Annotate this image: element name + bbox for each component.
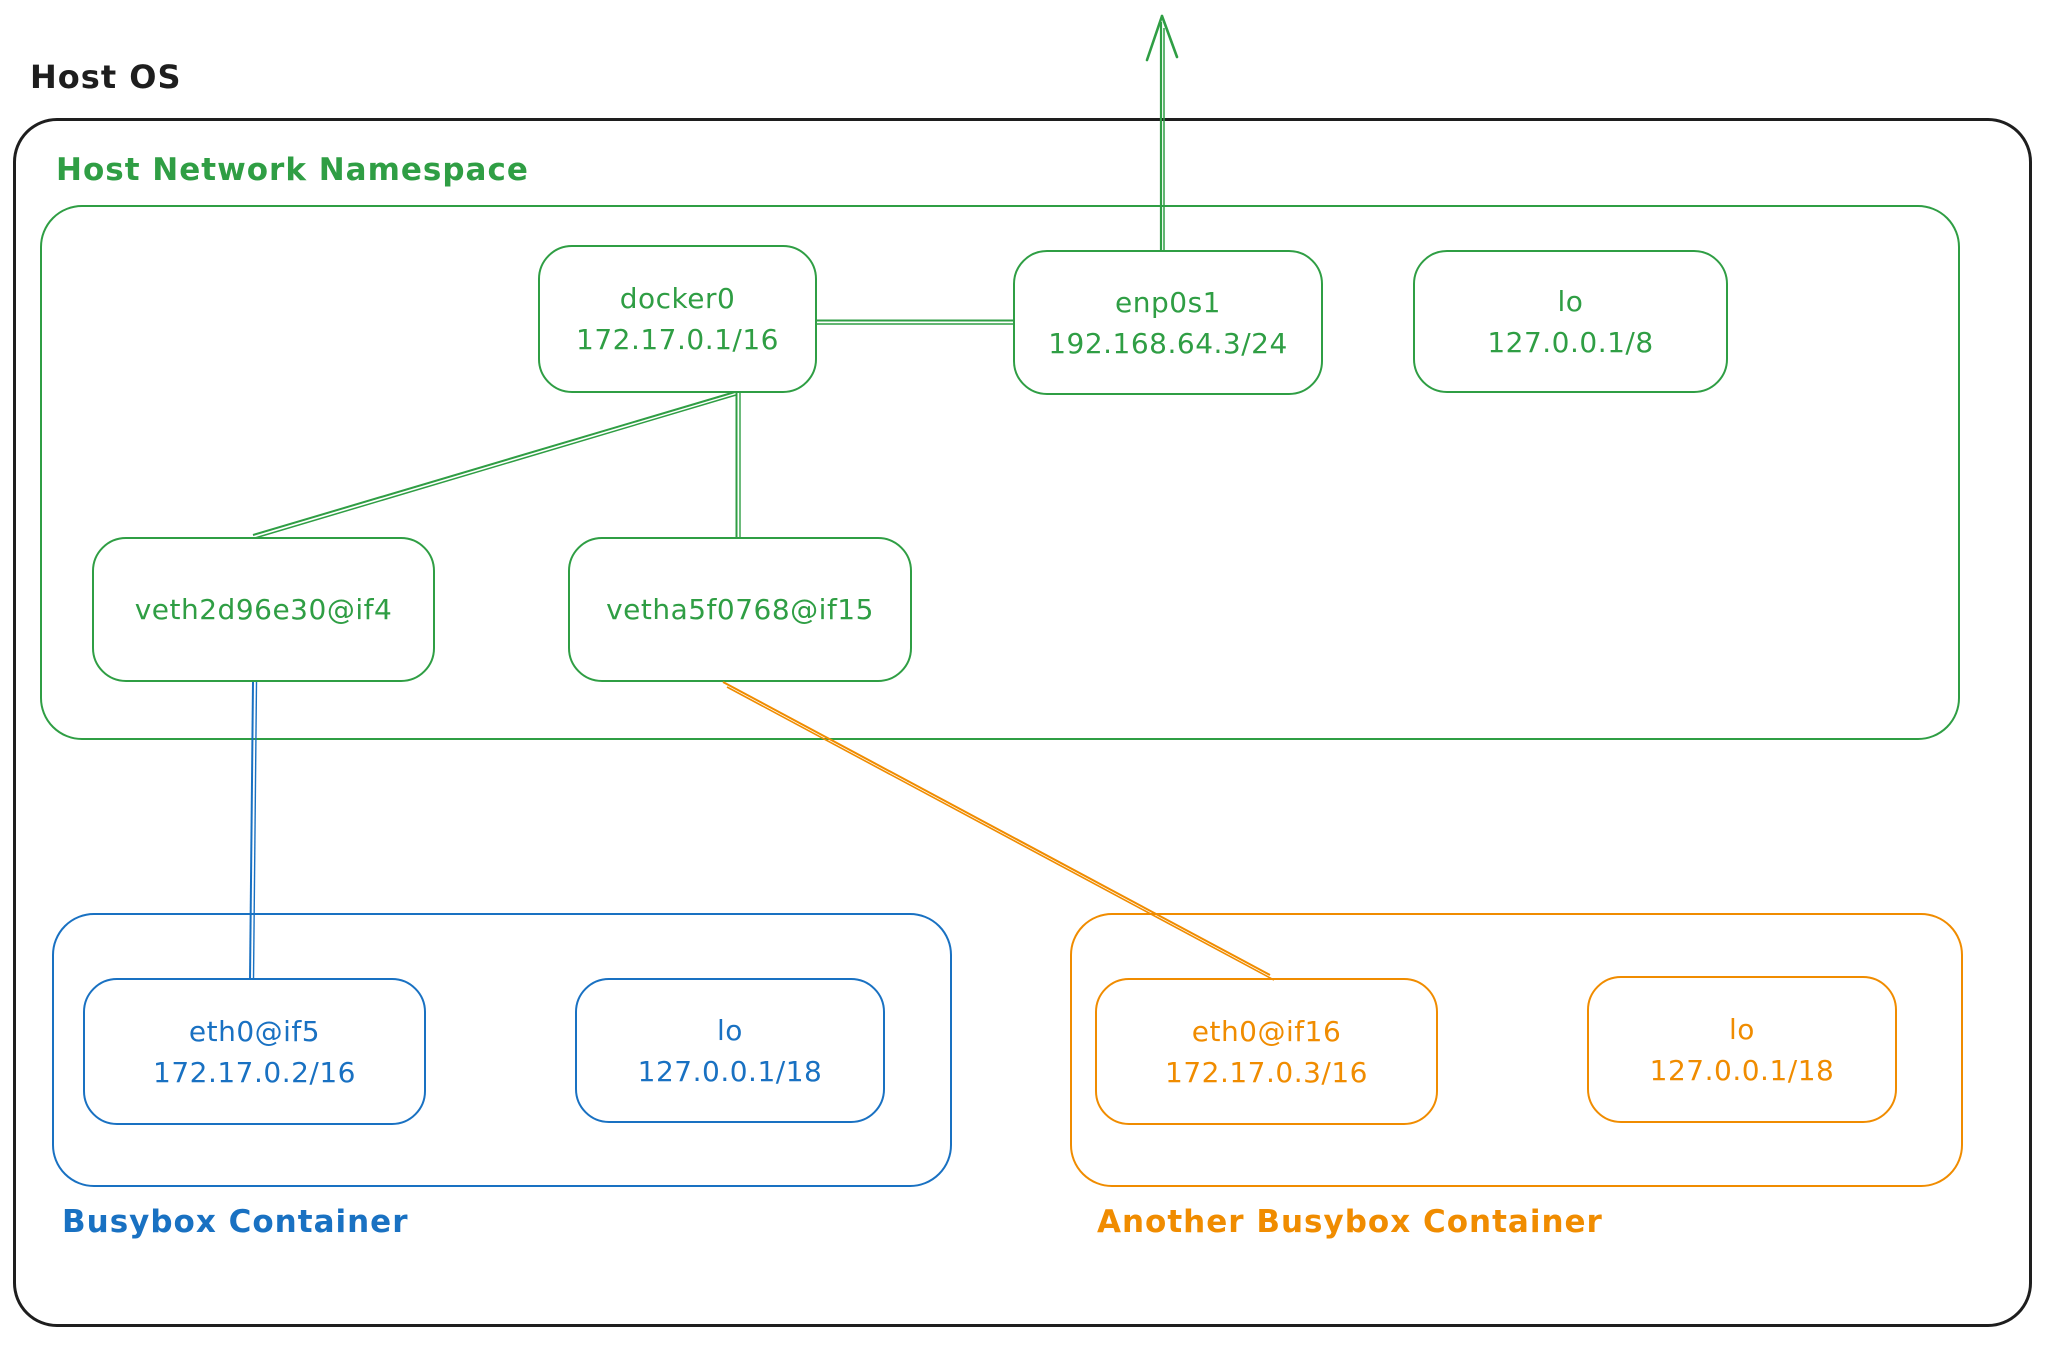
node-eth0if16: eth0@if16 172.17.0.3/16 — [1095, 978, 1438, 1125]
node-eth0if16-addr: 172.17.0.3/16 — [1165, 1055, 1368, 1089]
host-network-namespace-label: Host Network Namespace — [56, 152, 529, 188]
busybox-container-label: Busybox Container — [62, 1204, 409, 1240]
node-enp0s1-addr: 192.168.64.3/24 — [1048, 326, 1288, 360]
node-lo-busybox-addr: 127.0.0.1/18 — [637, 1054, 823, 1088]
node-veth2d96e30: veth2d96e30@if4 — [92, 537, 435, 682]
node-enp0s1-name: enp0s1 — [1115, 285, 1221, 319]
node-lo-host: lo 127.0.0.1/8 — [1413, 250, 1728, 393]
busybox-container-box — [52, 913, 952, 1187]
node-docker0: docker0 172.17.0.1/16 — [538, 245, 817, 393]
host-os-label: Host OS — [30, 58, 182, 96]
node-lo-another-addr: 127.0.0.1/18 — [1649, 1053, 1835, 1087]
node-vetha5f0768-name: vetha5f0768@if15 — [606, 593, 874, 626]
node-docker0-addr: 172.17.0.1/16 — [576, 323, 779, 356]
node-eth0if5-addr: 172.17.0.2/16 — [153, 1055, 356, 1089]
node-lo-host-name: lo — [1557, 284, 1584, 318]
node-docker0-name: docker0 — [619, 282, 736, 315]
node-lo-another-name: lo — [1729, 1012, 1755, 1046]
node-lo-host-addr: 127.0.0.1/8 — [1487, 325, 1654, 359]
node-vetha5f0768: vetha5f0768@if15 — [568, 537, 912, 682]
arrow-up-icon — [1145, 14, 1179, 62]
node-lo-another: lo 127.0.0.1/18 — [1587, 976, 1897, 1123]
node-lo-busybox: lo 127.0.0.1/18 — [575, 978, 885, 1123]
node-enp0s1: enp0s1 192.168.64.3/24 — [1013, 250, 1323, 395]
node-veth2d96e30-name: veth2d96e30@if4 — [134, 593, 393, 626]
node-eth0if5: eth0@if5 172.17.0.2/16 — [83, 978, 426, 1125]
another-busybox-container-box — [1070, 913, 1963, 1187]
another-busybox-container-label: Another Busybox Container — [1097, 1204, 1603, 1240]
node-eth0if16-name: eth0@if16 — [1191, 1014, 1342, 1048]
node-eth0if5-name: eth0@if5 — [188, 1014, 321, 1048]
node-lo-busybox-name: lo — [717, 1013, 743, 1047]
host-os-box — [13, 118, 2032, 1327]
